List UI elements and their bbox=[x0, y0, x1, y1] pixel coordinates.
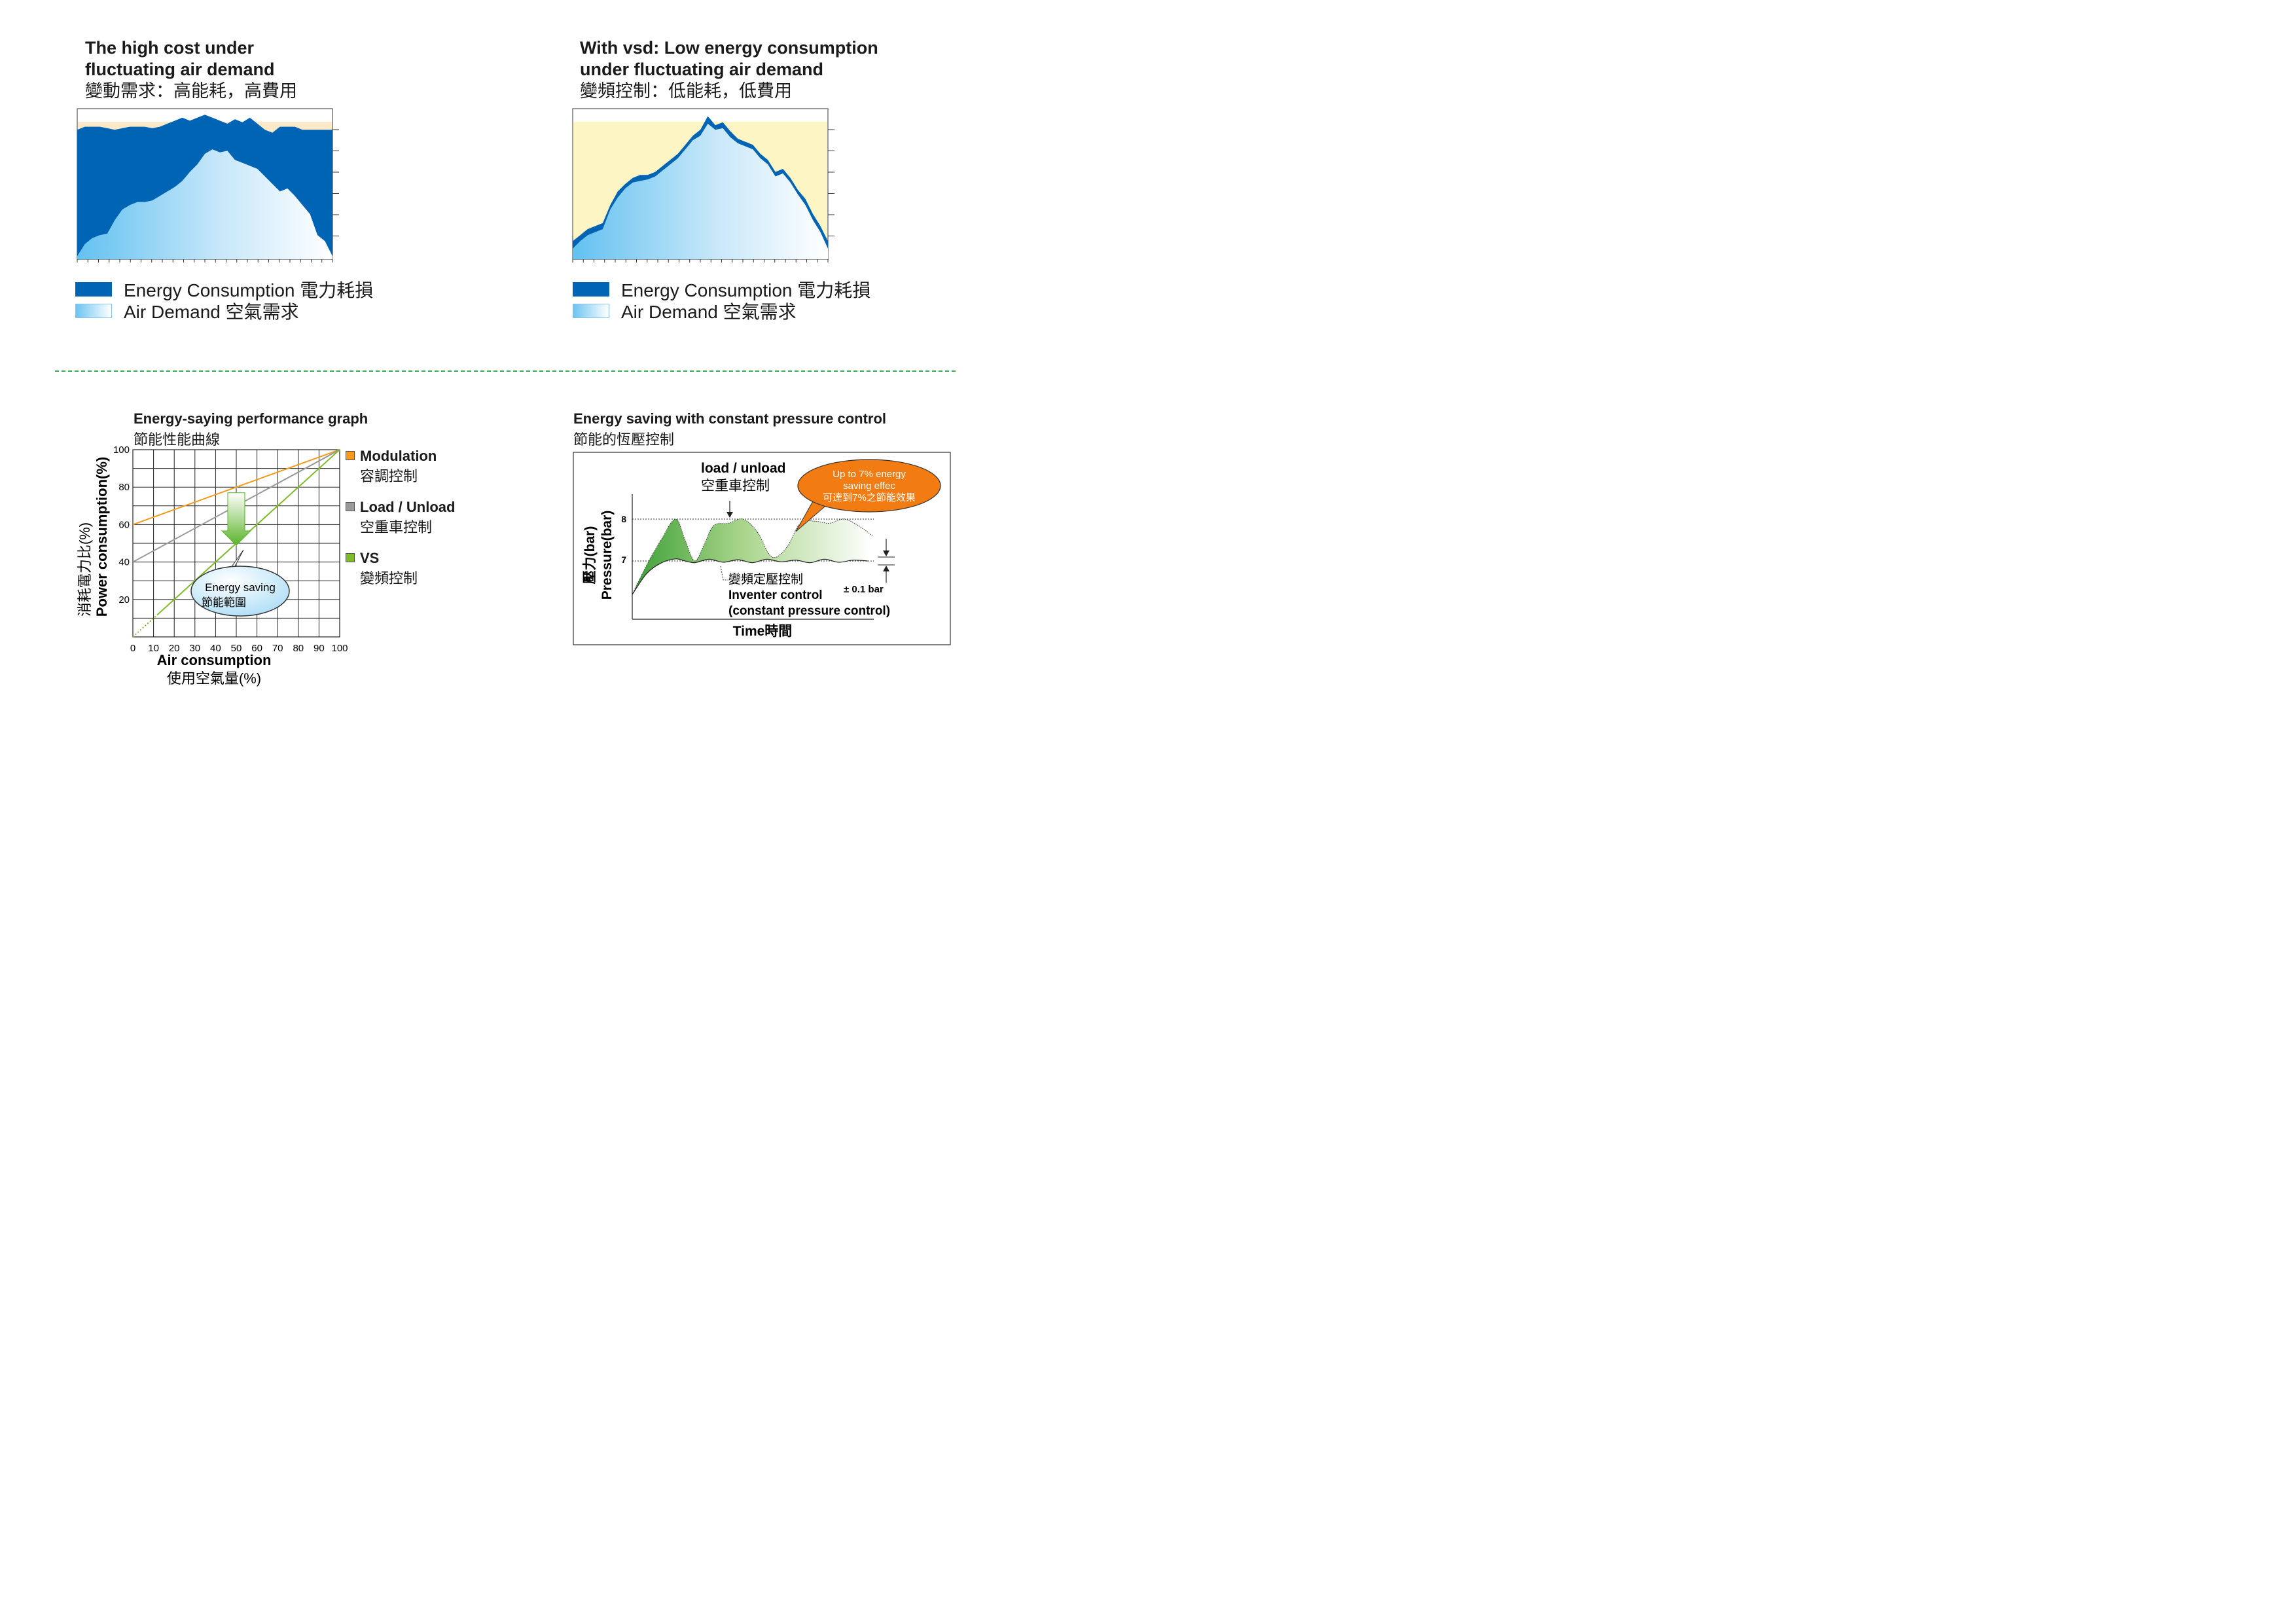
legend-load-unload-en: Load / Unload bbox=[360, 499, 456, 515]
legend-label-air: Air Demand 空氣需求 bbox=[124, 302, 299, 322]
legend-swatch-air bbox=[75, 304, 112, 318]
x-tick-label: 40 bbox=[210, 643, 221, 654]
y-tick-label: 100 bbox=[113, 444, 130, 456]
top-right-title-line2: under fluctuating air demand bbox=[580, 60, 824, 79]
savings-bubble bbox=[797, 459, 941, 513]
vs-label-leader bbox=[720, 566, 728, 581]
x-tick-label: 80 bbox=[293, 643, 304, 654]
energy-saving-callout bbox=[190, 566, 290, 617]
perf-title: Energy-saying performance graph bbox=[134, 410, 368, 427]
x-tick-label: 10 bbox=[148, 643, 159, 654]
load-unload-label-cn: 空重車控制 bbox=[701, 478, 770, 494]
x-tick-label: 60 bbox=[251, 643, 262, 654]
top-right-title-line1: With vsd: Low energy consumption bbox=[580, 38, 878, 58]
bubble-text-2: saving effec bbox=[843, 480, 895, 492]
series-line-vs-extrapolated bbox=[132, 613, 158, 638]
perf-xlabel: Air consumption bbox=[157, 652, 272, 668]
legend-label-energy: Energy Consumption 電力耗損 bbox=[621, 280, 871, 300]
top-right-title-cn: 變頻控制：低能耗，低費用 bbox=[580, 81, 792, 101]
legend-label-energy: Energy Consumption 電力耗損 bbox=[124, 280, 374, 300]
area-chart-vsd bbox=[572, 108, 834, 262]
vs-label-cn: 變頻定壓控制 bbox=[728, 572, 803, 586]
pressure-title-cn: 節能的恆壓控制 bbox=[573, 431, 675, 448]
pressure-xlabel: Time時間 bbox=[733, 623, 793, 639]
x-tick-label: 30 bbox=[189, 643, 200, 654]
pressure-control-chart: 8 7 Pressure(bar) 壓力(bar) load / unload … bbox=[573, 452, 951, 645]
band-label: ± 0.1 bar bbox=[844, 584, 884, 595]
bubble-text-1: Up to 7% energy bbox=[833, 469, 906, 480]
legend-air-left: Air Demand 空氣需求 bbox=[75, 298, 299, 324]
callout-text-2: 節能範圍 bbox=[202, 596, 246, 609]
vs-label-en-1: Inventer control bbox=[728, 588, 823, 602]
x-tick-label: 20 bbox=[169, 643, 180, 654]
band-arrow-bottom-head bbox=[883, 566, 889, 571]
y-tick-label: 20 bbox=[118, 594, 130, 605]
section-divider bbox=[55, 370, 956, 372]
y-tick-label: 80 bbox=[118, 482, 130, 493]
pressure-title: Energy saving with constant pressure con… bbox=[573, 410, 886, 427]
legend-load-unload-cn: 空重車控制 bbox=[360, 519, 433, 535]
top-left-title-line2: fluctuating air demand bbox=[85, 60, 275, 79]
legend-energy-right: Energy Consumption 電力耗損 bbox=[573, 276, 870, 302]
pressure-ylabel-cn: 壓力(bar) bbox=[583, 526, 598, 585]
air-demand-area bbox=[573, 124, 828, 259]
load-unload-pointer-head bbox=[726, 512, 733, 518]
legend-modulation-cn: 容調控制 bbox=[360, 468, 418, 484]
legend-energy-left: Energy Consumption 電力耗損 bbox=[75, 276, 373, 302]
series-line-modulation bbox=[132, 449, 340, 526]
perf-title-cn: 節能性能曲線 bbox=[134, 431, 221, 448]
performance-graph: 0 10 20 30 40 50 60 70 80 90 100 20 40 60 80 100 Energy… bbox=[77, 444, 348, 687]
legend-swatch-energy bbox=[573, 282, 609, 297]
legend-swatch-energy bbox=[75, 282, 112, 297]
y-tick-label: 40 bbox=[118, 557, 130, 568]
band-arrow-top-head bbox=[883, 550, 889, 556]
top-left-title-line1: The high cost under bbox=[85, 38, 255, 58]
x-tick-label: 90 bbox=[314, 643, 325, 654]
x-tick-label: 70 bbox=[272, 643, 283, 654]
legend-swatch-load-unload bbox=[346, 502, 355, 511]
x-tick-label: 0 bbox=[130, 643, 135, 654]
perf-ylabel: Power consumption(%) bbox=[94, 457, 110, 617]
perf-ticks: 0 10 20 30 40 50 60 70 80 90 100 20 40 60 80 100 bbox=[113, 444, 348, 654]
area-chart-high-cost bbox=[77, 108, 339, 262]
callout-text-1: Energy saving bbox=[205, 581, 276, 594]
energy-saving-arrow bbox=[221, 492, 252, 546]
y-tick-label: 60 bbox=[118, 519, 130, 530]
legend-vs-en: VS bbox=[360, 550, 380, 566]
bubble-text-3: 可達到7%之節能效果 bbox=[823, 492, 916, 503]
perf-ylabel-cn: 消耗電力比(%) bbox=[77, 522, 93, 617]
tick-8: 8 bbox=[621, 514, 626, 524]
legend-swatch-modulation bbox=[346, 451, 355, 460]
legend-vs-cn: 變頻控制 bbox=[360, 570, 418, 586]
legend-swatch-air bbox=[573, 304, 609, 318]
tick-7: 7 bbox=[621, 554, 626, 565]
air-demand-area bbox=[77, 149, 332, 259]
perf-xlabel-cn: 使用空氣量(%) bbox=[167, 670, 261, 687]
constant-pressure-curve bbox=[632, 558, 868, 595]
load-unload-area bbox=[632, 518, 872, 595]
legend-modulation-en: Modulation bbox=[360, 448, 437, 464]
x-tick-label: 100 bbox=[331, 643, 348, 654]
legend-swatch-vs bbox=[346, 553, 355, 562]
legend-label-air: Air Demand 空氣需求 bbox=[621, 302, 797, 322]
legend-air-right: Air Demand 空氣需求 bbox=[573, 298, 797, 324]
top-left-title-cn: 變動需求：高能耗，高費用 bbox=[85, 81, 297, 101]
x-tick-label: 50 bbox=[231, 643, 242, 654]
load-unload-label: load / unload bbox=[701, 461, 786, 476]
vs-label-en-2: (constant pressure control) bbox=[728, 604, 890, 618]
pressure-ylabel: Pressure(bar) bbox=[600, 511, 615, 600]
